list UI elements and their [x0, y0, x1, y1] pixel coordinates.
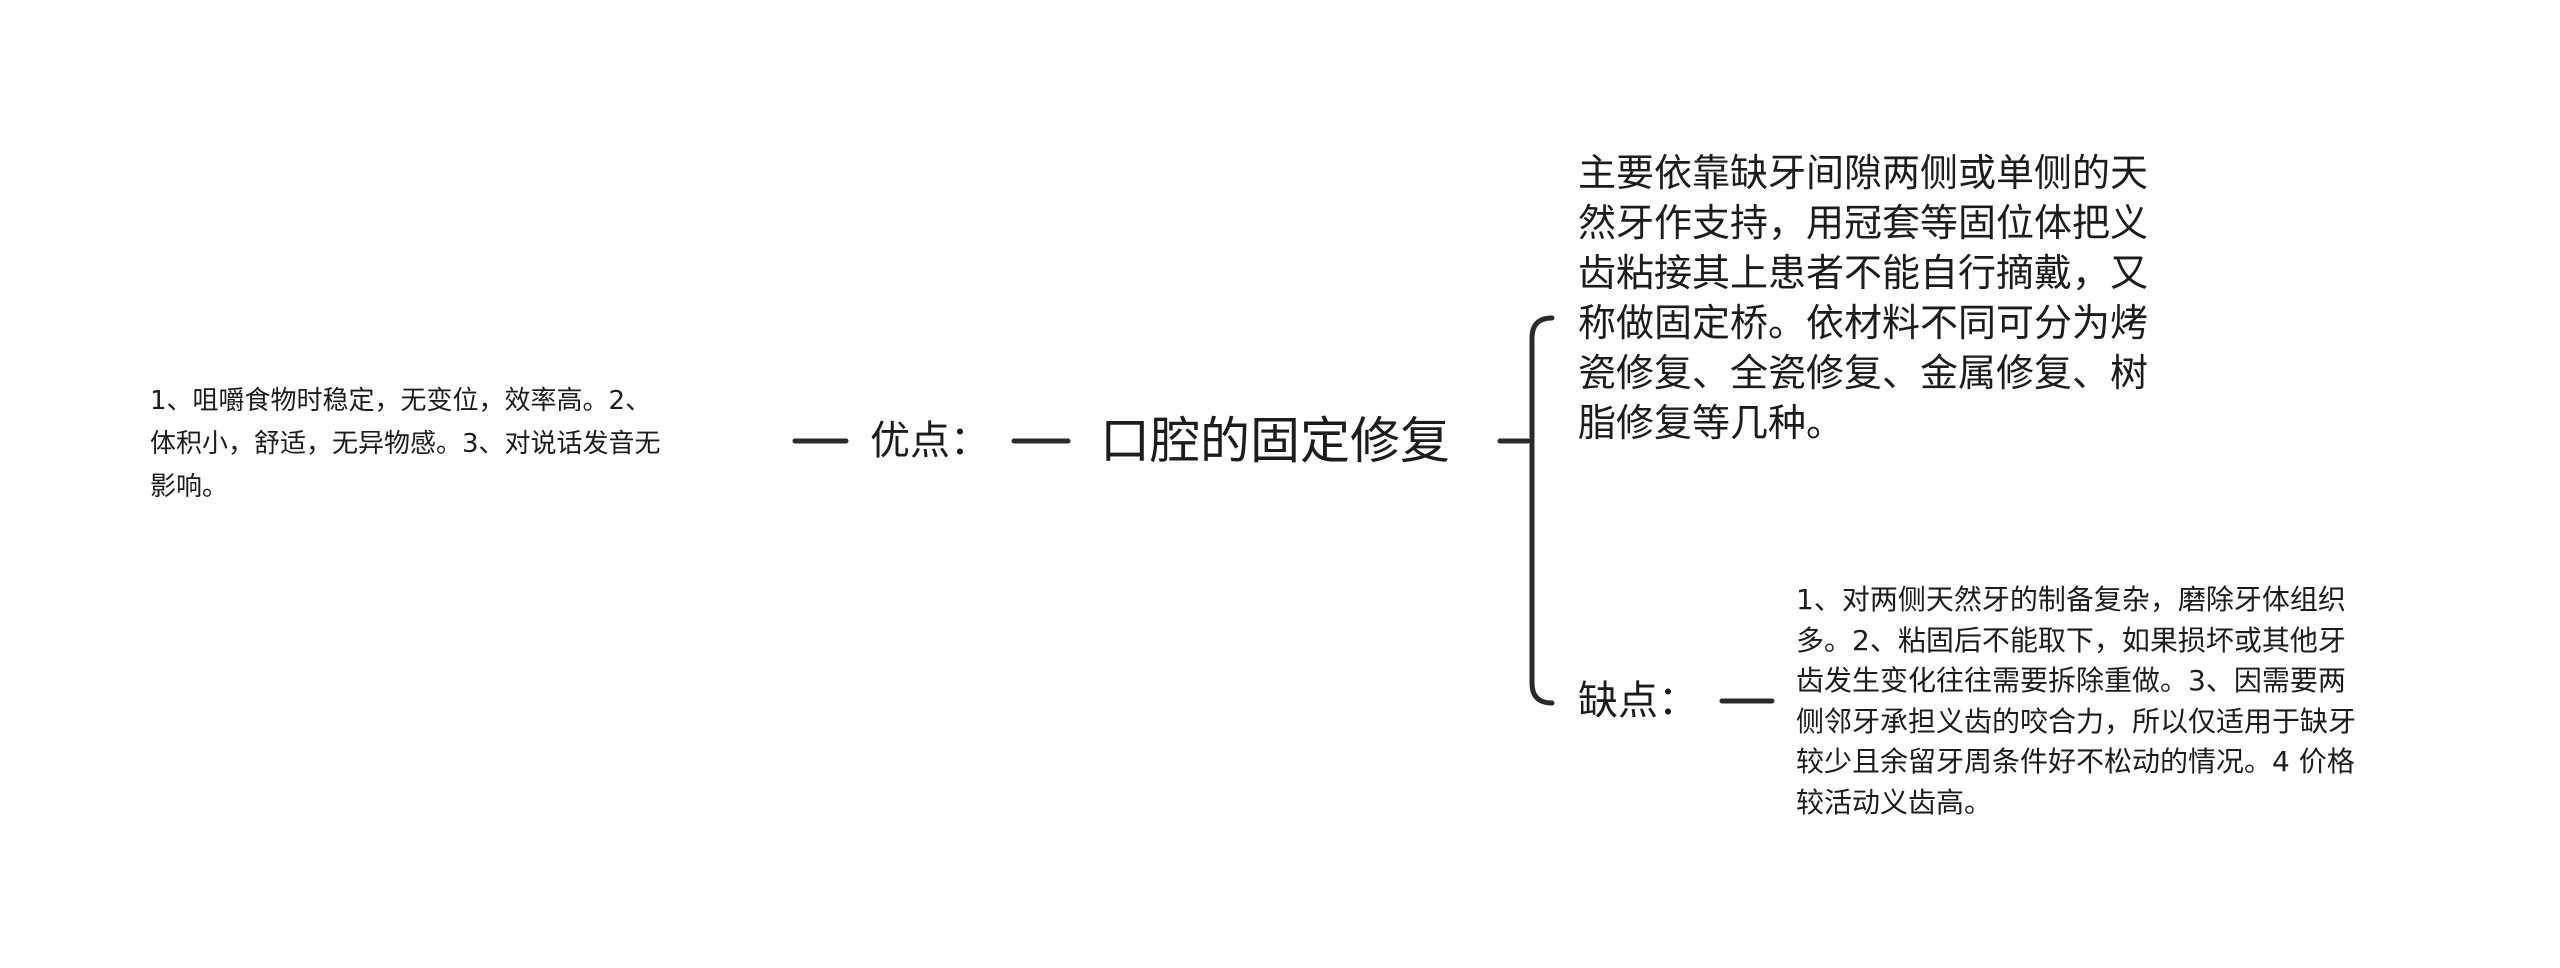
advantages-text-node[interactable]: 1、咀嚼食物时稳定，无变位，效率高。2、 体积小，舒适，无异物感。3、对说话发音…: [150, 380, 661, 509]
advantages-line: 1、咀嚼食物时稳定，无变位，效率高。2、: [150, 386, 652, 416]
advantages-line: 影响。: [150, 472, 229, 502]
disadvantages-line: 较少且余留牙周条件好不松动的情况。4 价格: [1796, 745, 2355, 778]
disadvantages-line: 侧邻牙承担义齿的咬合力，所以仅适用于缺牙: [1796, 704, 2357, 738]
disadvantages-line: 齿发生变化往往需要拆除重做。3、因需要两: [1796, 664, 2346, 697]
disadvantages-line: 1、对两侧天然牙的制备复杂，磨除牙体组织: [1796, 583, 2346, 616]
advantages-line: 体积小，舒适，无异物感。3、对说话发音无: [150, 429, 661, 459]
bracket-right: [1529, 315, 1555, 706]
root-node[interactable]: 口腔的固定修复: [1100, 412, 1450, 470]
description-node[interactable]: 主要依靠缺牙间隙两侧或单侧的天 然牙作支持，用冠套等固位体把义 齿粘接其上患者不…: [1578, 148, 2148, 448]
description-line: 称做固定桥。依材料不同可分为烤: [1578, 301, 2149, 345]
description-line: 齿粘接其上患者不能自行摘戴，又: [1578, 251, 2149, 295]
description-line: 脂修复等几种。: [1578, 401, 1845, 445]
disadvantages-line: 较活动义齿高。: [1796, 785, 1993, 819]
advantages-label-node[interactable]: 优点：: [870, 418, 990, 464]
description-line: 然牙作支持，用冠套等固位体把义: [1578, 201, 2149, 245]
disadvantages-text-node[interactable]: 1、对两侧天然牙的制备复杂，磨除牙体组织 多。2、粘固后不能取下，如果损坏或其他…: [1796, 580, 2356, 823]
description-line: 瓷修复、全瓷修复、金属修复、树: [1578, 351, 2149, 395]
disadvantages-label-node[interactable]: 缺点：: [1578, 678, 1698, 724]
disadvantages-line: 多。2、粘固后不能取下，如果损坏或其他牙: [1796, 623, 2346, 657]
description-line: 主要依靠缺牙间隙两侧或单侧的天: [1578, 151, 2149, 195]
